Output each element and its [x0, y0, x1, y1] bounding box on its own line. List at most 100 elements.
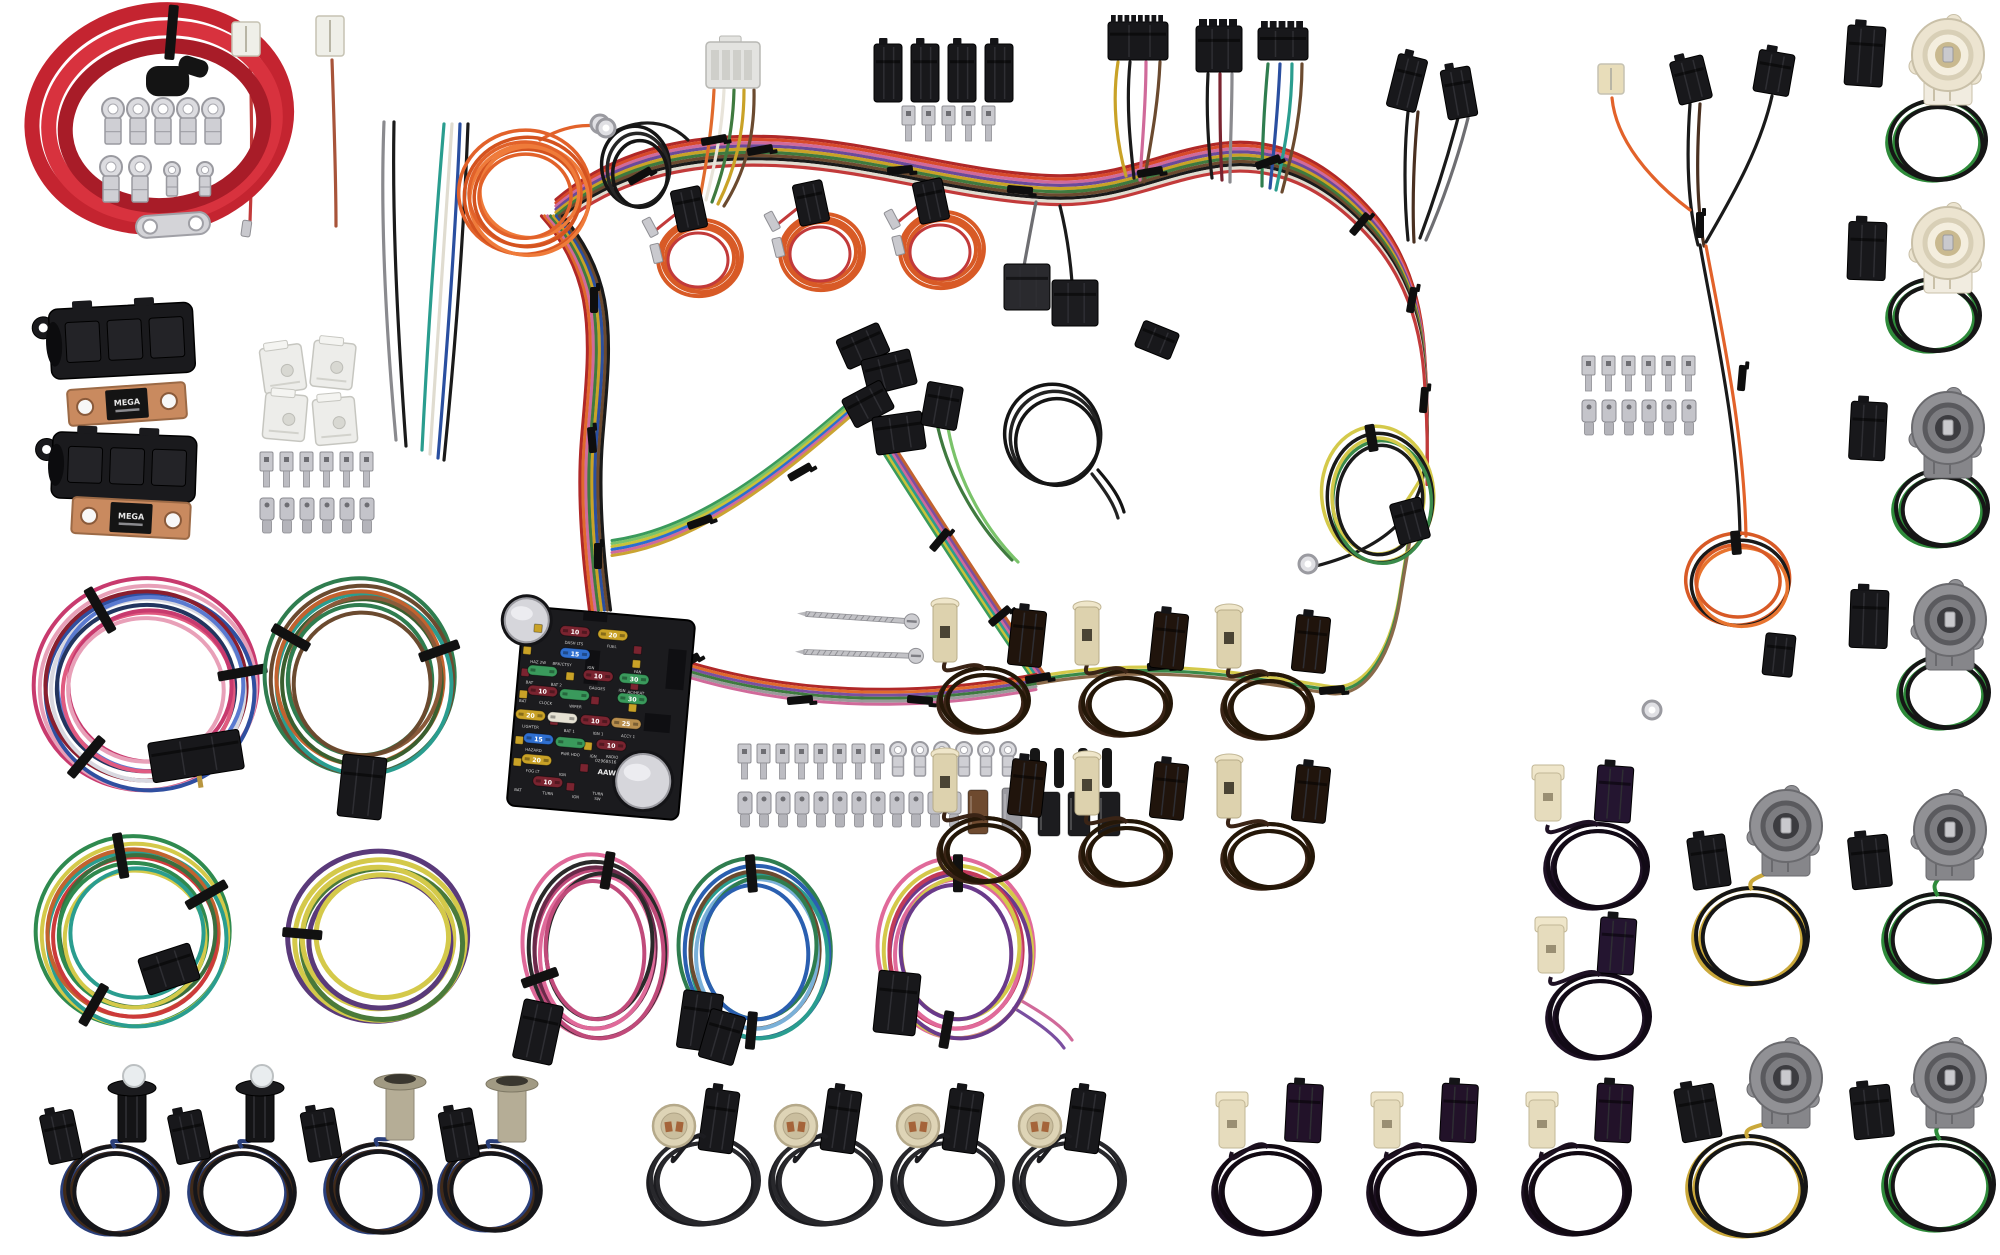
- buss-link-plate: [135, 211, 211, 239]
- svg-text:02968516: 02968516: [595, 758, 617, 765]
- loose-terminal-row: [901, 105, 996, 142]
- terminal-row-male-mid: [737, 743, 885, 780]
- loose-connector-4: [984, 38, 1014, 103]
- dome-socket-pigtail-2: [167, 1064, 297, 1237]
- harness-wires: [248, 54, 1774, 1050]
- disc-socket-pigtail-3: [890, 1082, 1005, 1227]
- backup-socket-pigtail-1: [1843, 14, 1988, 183]
- connector-shell-white-4: [311, 392, 359, 447]
- right-ground-ring: [1641, 699, 1663, 721]
- svg-text:MEGA: MEGA: [118, 511, 145, 521]
- svg-text:IGN: IGN: [572, 794, 580, 800]
- connector-shell-white-1: [258, 339, 308, 395]
- right-coil-connector: [1761, 632, 1797, 678]
- svg-text:CLOCK: CLOCK: [539, 700, 553, 706]
- license-socket-pigtail-1: [1211, 1077, 1324, 1237]
- purple-pigtail-1: [1531, 759, 1650, 911]
- tube-socket-pigtail-6: [1214, 753, 1332, 891]
- right-orange-coil: [1683, 530, 1792, 629]
- svg-text:10: 10: [570, 629, 580, 637]
- small-ring-terminal-row: [163, 161, 214, 197]
- backup-socket-pigtail-2: [1846, 202, 1985, 354]
- connector-shell-white-2: [309, 335, 357, 391]
- front-light-connector: [137, 942, 201, 996]
- terminal-grid-left: [259, 451, 375, 534]
- fan-to-dash-cluster: [610, 395, 858, 557]
- white-multipin-connector: [705, 35, 761, 89]
- tan-socket-pigtail-2: [437, 1075, 543, 1233]
- svg-text:PWR HDO: PWR HDO: [561, 751, 580, 758]
- zip-ties: [587, 134, 1750, 708]
- tube-socket-pigtail-3: [1214, 603, 1332, 741]
- svg-text:IGN: IGN: [618, 688, 626, 694]
- svg-text:BAT: BAT: [514, 787, 522, 793]
- svg-text:BAT 2: BAT 2: [551, 682, 563, 688]
- disc-socket-pigtail-2: [768, 1082, 883, 1227]
- turn-socket-pigtail-3: [1673, 1037, 1823, 1239]
- dash-cluster-connector-4: [871, 410, 927, 456]
- ignition-loop-3: [883, 177, 986, 291]
- loose-connector-1: [873, 38, 903, 103]
- ignition-loop-1: [641, 185, 744, 299]
- wire-coil-twisted: [282, 848, 471, 1024]
- battery-terminal-boot: [146, 55, 209, 97]
- steering-column-connector: [1107, 15, 1169, 61]
- svg-text:WIPER: WIPER: [569, 703, 582, 709]
- svg-text:FAN: FAN: [634, 669, 642, 675]
- svg-text:BRK/CTSY: BRK/CTSY: [552, 661, 572, 668]
- engine-coil-connector: [336, 753, 388, 821]
- cream-clip-right: [1597, 63, 1625, 95]
- mega-fuse-holder-1: [31, 297, 197, 380]
- svg-text:IGN: IGN: [587, 665, 595, 671]
- svg-text:ACCY 1: ACCY 1: [621, 733, 636, 739]
- loose-connector-3: [947, 38, 977, 103]
- svg-text:BAT: BAT: [519, 698, 527, 704]
- svg-text:10: 10: [607, 742, 617, 750]
- tube-socket-pigtail-5: [1072, 750, 1190, 888]
- turn-socket-pigtail-2: [1847, 789, 1992, 985]
- column-to-fusebox: [539, 214, 613, 612]
- svg-text:MEGA: MEGA: [114, 397, 142, 408]
- marker-socket-pigtail-1: [1848, 387, 1990, 549]
- tan-socket-pigtail-1: [299, 1073, 433, 1235]
- svg-text:10: 10: [543, 779, 553, 787]
- square-connector-1: [1003, 263, 1051, 311]
- wire-coil-pink: [520, 851, 669, 1041]
- white-wire-clip: [231, 21, 261, 57]
- turn-socket-pigtail-4: [1849, 1037, 1996, 1233]
- orange-wire-coil: [456, 128, 593, 258]
- svg-text:HAZ 2W: HAZ 2W: [530, 659, 546, 665]
- tube-socket-pigtail-1: [930, 597, 1048, 735]
- svg-text:20: 20: [532, 757, 542, 765]
- svg-text:30: 30: [629, 676, 639, 684]
- terminal-grid-right: [1581, 355, 1697, 436]
- svg-text:BAT 1: BAT 1: [564, 728, 576, 734]
- terminal-row-female-mid: [737, 791, 962, 828]
- dash-harness-connector: [1195, 19, 1243, 73]
- svg-text:15: 15: [570, 651, 579, 659]
- ignition-connector: [1257, 21, 1309, 61]
- mounting-screw-2: [795, 647, 924, 664]
- svg-text:30: 30: [628, 696, 638, 704]
- svg-text:15: 15: [534, 736, 543, 744]
- wire-coil-engine: [262, 576, 461, 777]
- svg-text:RADIO: RADIO: [606, 754, 619, 760]
- square-connector-2: [1051, 279, 1099, 327]
- svg-text:FUEL: FUEL: [607, 643, 618, 649]
- dash-cluster-connector-3: [841, 380, 895, 428]
- black-wire-coil: [1002, 382, 1103, 488]
- svg-text:AC/HEAT: AC/HEAT: [627, 689, 645, 695]
- svg-text:10: 10: [594, 673, 604, 681]
- svg-text:IGN: IGN: [559, 772, 567, 778]
- turn-socket-pigtail-1: [1686, 785, 1823, 987]
- rear-ground-ring: [1297, 553, 1319, 575]
- green-wire-connector: [920, 381, 964, 431]
- disc-socket-pigtail-1: [646, 1082, 761, 1227]
- svg-text:20: 20: [526, 712, 536, 720]
- svg-text:AAW: AAW: [597, 768, 616, 778]
- svg-text:BAT: BAT: [525, 679, 533, 685]
- svg-text:SW: SW: [594, 796, 601, 802]
- pink-coil-connector: [512, 998, 564, 1066]
